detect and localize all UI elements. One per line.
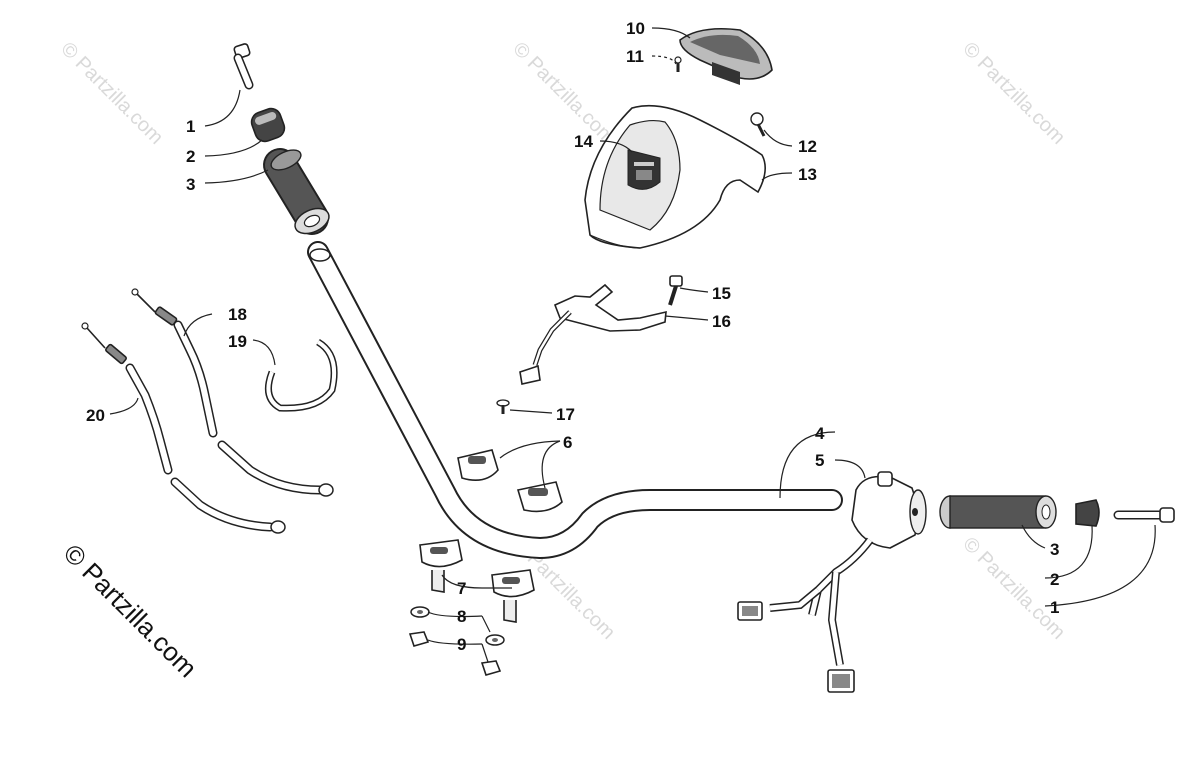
callout-7: 7 (457, 579, 466, 598)
callout-5: 5 (815, 451, 824, 470)
throttle-cable-20 (81, 322, 286, 534)
brake-cable-18 (131, 288, 334, 497)
connector (737, 601, 763, 621)
nut (480, 660, 502, 676)
right-grip (939, 495, 1057, 529)
callout-12: 12 (798, 137, 817, 156)
callout-3: 3 (1050, 540, 1059, 559)
lower-clamp (419, 539, 463, 593)
callout-10: 10 (626, 19, 645, 38)
callout-17: 17 (556, 405, 575, 424)
nut (408, 631, 430, 647)
pod-screw (750, 112, 766, 137)
callout-14: 14 (574, 132, 593, 151)
callout-2: 2 (186, 147, 195, 166)
handlebar (307, 241, 843, 559)
upper-clamp (457, 449, 499, 481)
right-end-weight (1075, 499, 1100, 527)
lower-clamp (491, 569, 535, 623)
washer (410, 606, 430, 618)
callout-2: 2 (1050, 570, 1059, 589)
callout-1: 1 (1050, 598, 1059, 617)
callout-9: 9 (457, 635, 466, 654)
callout-1: 1 (186, 117, 195, 136)
callout-13: 13 (798, 165, 817, 184)
logo-decal (627, 149, 661, 190)
watermark: © Partzilla.com (958, 38, 1069, 149)
upper-clamp (516, 481, 563, 513)
callout-16: 16 (712, 312, 731, 331)
left-end-bolt (233, 43, 254, 90)
callout-8: 8 (457, 607, 466, 626)
switch-housing (769, 471, 927, 666)
callout-6: 6 (563, 433, 572, 452)
gauge-screw (674, 56, 682, 72)
leader-lines (109, 27, 1156, 663)
cable-retainer-clip (264, 338, 338, 412)
washer (485, 634, 505, 646)
gauge (679, 27, 773, 85)
callout-19: 19 (228, 332, 247, 351)
callout-3: 3 (186, 175, 195, 194)
left-grip (263, 148, 330, 235)
callout-20: 20 (86, 406, 105, 425)
callout-18: 18 (228, 305, 247, 324)
copyright-notice: © Partzilla.com (58, 538, 203, 683)
right-end-bolt (1113, 507, 1175, 523)
left-end-weight (250, 107, 286, 143)
watermark: © Partzilla.com (508, 38, 619, 149)
callout-15: 15 (712, 284, 731, 303)
callout-labels: 1 2 3 10 11 12 13 14 15 16 17 18 19 20 6… (86, 19, 1059, 654)
callout-4: 4 (815, 424, 825, 443)
push-rivet (496, 399, 510, 414)
watermark: © Partzilla.com (56, 38, 167, 149)
bracket-bolt (668, 275, 683, 306)
connector (827, 669, 855, 693)
callout-11: 11 (626, 47, 644, 66)
pod-bracket (519, 283, 667, 385)
